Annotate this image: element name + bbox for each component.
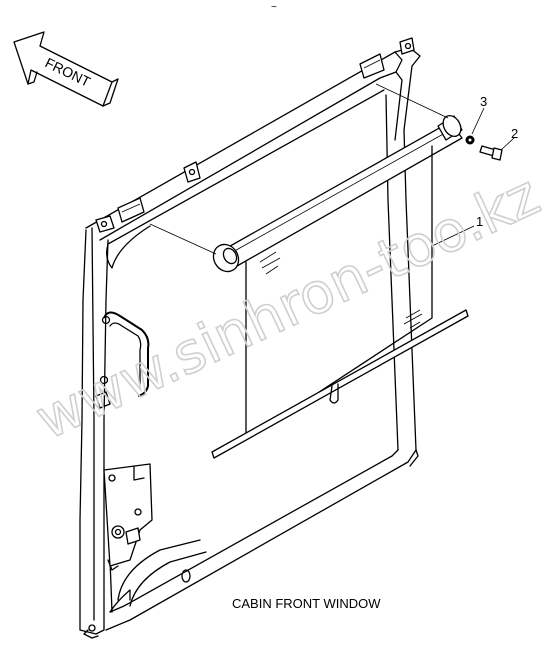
mounting-hardware [465, 135, 503, 161]
upper-brackets [95, 37, 415, 233]
roller-blind [149, 83, 469, 459]
callout-2: 2 [511, 126, 518, 141]
bolt-icon [479, 145, 503, 161]
top-mark: ~ [271, 2, 277, 13]
diagram-caption: CABIN FRONT WINDOW [232, 596, 381, 611]
cabin-frame [79, 47, 421, 639]
callout-1: 1 [476, 214, 483, 229]
grab-handle [95, 311, 150, 409]
callout-3: 3 [480, 94, 487, 109]
front-direction-arrow: FRONT [13, 31, 119, 107]
callouts: 1 2 3 [431, 94, 518, 247]
latch-plate [103, 463, 153, 571]
